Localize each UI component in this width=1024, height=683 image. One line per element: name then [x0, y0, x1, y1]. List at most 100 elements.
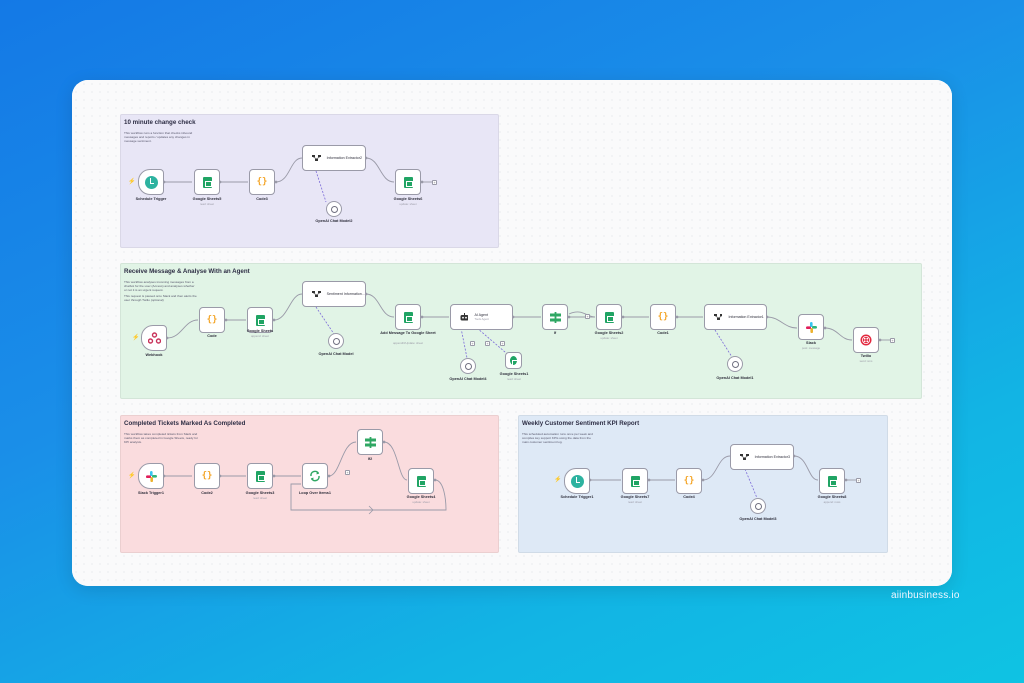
node-openai-chat-model3[interactable] — [750, 498, 766, 514]
node-openai-chat-model2[interactable] — [326, 201, 342, 217]
node-label: Information Extractor1 — [728, 314, 764, 319]
node-label: Code1 — [657, 331, 669, 335]
sticky-description: This workflow runs a function that check… — [124, 131, 193, 143]
node-label: Information Extractor2 — [326, 155, 362, 160]
node-openai-chat-model4[interactable] — [460, 358, 476, 374]
node-google-sheets1[interactable] — [505, 352, 522, 369]
node-sublabel: update: sheet — [412, 500, 430, 504]
openai-icon — [464, 362, 472, 370]
webhook-icon — [147, 332, 161, 344]
node-google-sheets[interactable] — [247, 307, 273, 333]
sticky-title: 10 minute change check — [124, 119, 196, 126]
node-label: Code2 — [201, 491, 213, 495]
google-sheets-icon — [202, 176, 212, 188]
code-braces-icon: {} — [201, 471, 213, 481]
google-sheets-icon — [604, 311, 614, 323]
extractor-icon — [714, 313, 723, 320]
workflow-canvas[interactable]: 10 minute change check This workflow run… — [72, 80, 952, 586]
node-slack[interactable] — [798, 314, 824, 340]
node-label: Code — [207, 334, 217, 338]
google-sheets-icon — [630, 475, 640, 487]
node-if2[interactable] — [357, 429, 383, 455]
sticky-title: Receive Message & Analyse With an Agent — [124, 268, 250, 275]
openai-icon — [332, 337, 340, 345]
openai-icon — [330, 205, 338, 213]
add-node-plus-icon[interactable]: + — [585, 314, 590, 319]
node-code[interactable]: {} — [199, 307, 225, 333]
sticky-title: Completed Tickets Marked As Completed — [124, 420, 246, 427]
extractor-icon — [312, 154, 321, 161]
node-code2[interactable]: {} — [194, 463, 220, 489]
watermark-text: aiinbusiness.io — [891, 590, 960, 601]
node-label: Add Message To Google Sheet — [380, 331, 436, 335]
node-sentiment-information[interactable]: Sentiment Information... — [302, 281, 366, 307]
sticky-description: This scheduled automation runs once per … — [522, 432, 593, 444]
node-google-sheets6[interactable] — [395, 169, 421, 195]
add-tool-plus-icon[interactable]: + — [485, 341, 490, 346]
slack-icon — [805, 321, 817, 333]
google-sheets-icon — [255, 314, 265, 326]
add-tool-plus-icon[interactable]: + — [500, 341, 505, 346]
node-label: Schedule Trigger1 — [560, 495, 594, 499]
node-label: AI Agent — [474, 312, 489, 317]
google-sheets-icon — [255, 470, 265, 482]
google-sheets-icon — [827, 475, 837, 487]
trigger-bolt-icon: ⚡ — [128, 473, 136, 479]
node-label: Webhook — [145, 353, 163, 357]
node-schedule-trigger[interactable] — [138, 169, 164, 195]
node-sublabel: Tools Agent — [474, 317, 489, 321]
node-sublabel: append: rows — [823, 500, 841, 504]
node-add-message-to-google-sheet[interactable] — [395, 304, 421, 330]
node-label: Google Sheets — [246, 329, 274, 333]
clock-icon — [144, 175, 158, 189]
node-information-extractor3[interactable]: Information Extractor3 — [730, 444, 794, 470]
node-google-sheets3[interactable] — [247, 463, 273, 489]
node-openai-chat-model1[interactable] — [727, 356, 743, 372]
node-webhook[interactable] — [141, 325, 167, 351]
node-google-sheets8[interactable] — [819, 468, 845, 494]
node-google-sheets7[interactable] — [622, 468, 648, 494]
node-openai-chat-model[interactable] — [328, 333, 344, 349]
google-sheets-icon — [510, 356, 519, 366]
node-sublabel: read: sheet — [200, 202, 214, 206]
node-label: Google Sheets2 — [594, 331, 624, 335]
code-braces-icon: {} — [683, 476, 695, 486]
node-label: If2 — [367, 457, 373, 461]
node-label: If — [553, 331, 557, 335]
add-tool-plus-icon[interactable]: + — [470, 341, 475, 346]
node-information-extractor2[interactable]: Information Extractor2 — [302, 145, 366, 171]
node-sublabel: appendOrUpdate: sheet — [393, 341, 423, 345]
node-information-extractor1[interactable]: Information Extractor1 — [704, 304, 767, 330]
node-code4[interactable]: {} — [676, 468, 702, 494]
node-schedule-trigger1[interactable] — [564, 468, 590, 494]
node-label: Google Sheets8 — [817, 495, 847, 499]
node-slack-trigger1[interactable] — [138, 463, 164, 489]
node-label: Google Sheets7 — [620, 495, 650, 499]
sticky-description: This workflow analyses incoming messages… — [124, 280, 195, 292]
node-label: Code4 — [683, 495, 695, 499]
node-sublabel: update: sheet — [600, 336, 618, 340]
sticky-title: Weekly Customer Sentiment KPI Report — [522, 420, 640, 427]
add-node-plus-icon[interactable]: + — [432, 179, 437, 185]
node-label: Code3 — [256, 197, 268, 201]
add-node-plus-icon[interactable]: + — [856, 477, 861, 483]
trigger-bolt-icon: ⚡ — [132, 335, 140, 341]
code-braces-icon: {} — [206, 315, 218, 325]
code-braces-icon: {} — [657, 312, 669, 322]
add-node-plus-icon[interactable]: + — [890, 337, 895, 343]
node-google-sheets5[interactable] — [194, 169, 220, 195]
node-google-sheets2[interactable] — [596, 304, 622, 330]
node-sublabel: send: sms — [859, 359, 873, 363]
add-node-plus-icon[interactable]: + — [345, 470, 350, 475]
node-twilio[interactable] — [853, 327, 879, 353]
node-sublabel: post: message — [801, 346, 821, 350]
loop-icon — [310, 470, 320, 482]
node-code1[interactable]: {} — [650, 304, 676, 330]
node-label: OpenAI Chat Model3 — [739, 517, 777, 521]
node-google-sheets4[interactable] — [408, 468, 434, 494]
connections-layer — [162, 156, 890, 515]
node-loop-over-items1[interactable] — [302, 463, 328, 489]
node-code3[interactable]: {} — [249, 169, 275, 195]
node-if[interactable] — [542, 304, 568, 330]
